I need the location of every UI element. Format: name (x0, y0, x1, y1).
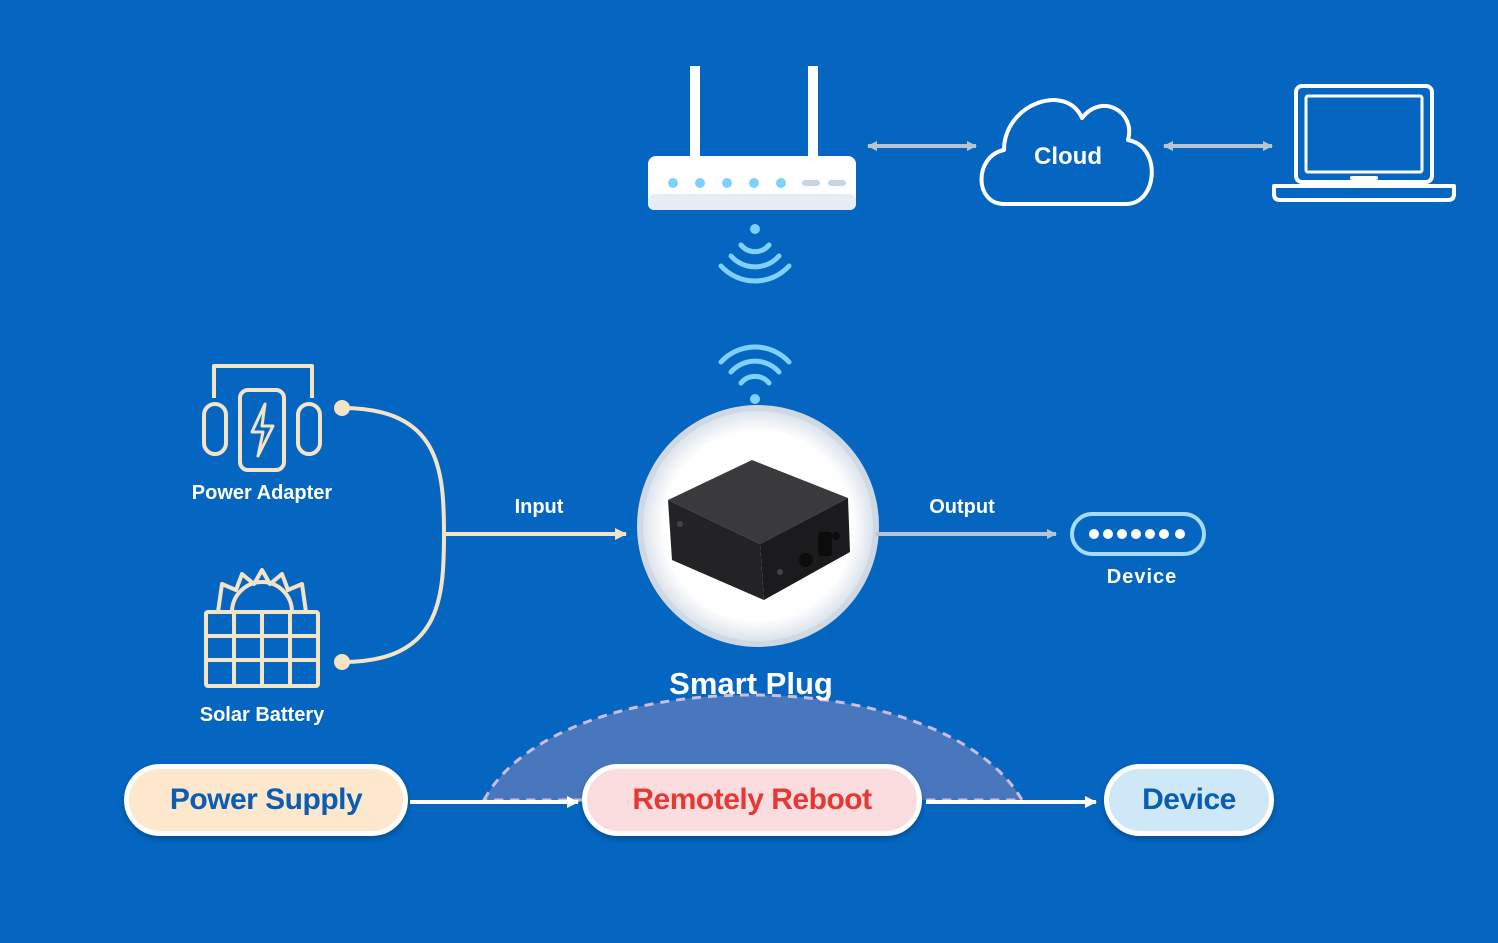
cloud-label: Cloud (1034, 143, 1102, 170)
solar-panel-icon (204, 568, 320, 688)
cloud-icon (979, 98, 1154, 206)
output-label: Output (929, 496, 995, 518)
smart-plug-title: Smart Plug (669, 666, 833, 701)
power-adapter-icon (202, 364, 322, 472)
smart-plug-wifi-icon (718, 344, 792, 404)
device-icon (1070, 512, 1206, 556)
input-label: Input (514, 496, 564, 518)
smart-plug-device-image (637, 405, 879, 647)
router-icon (648, 66, 856, 210)
solar-battery-label: Solar Battery (199, 704, 325, 726)
remotely-reboot-pill: Remotely Reboot (582, 764, 922, 836)
power-supply-pill: Power Supply (124, 764, 408, 836)
input-bracket (334, 400, 447, 670)
power-adapter-label: Power Adapter (191, 482, 333, 504)
laptop-icon (1272, 84, 1456, 202)
router-wifi-icon (718, 224, 792, 284)
device-label: Device (1106, 566, 1178, 588)
device-pill: Device (1104, 764, 1274, 836)
